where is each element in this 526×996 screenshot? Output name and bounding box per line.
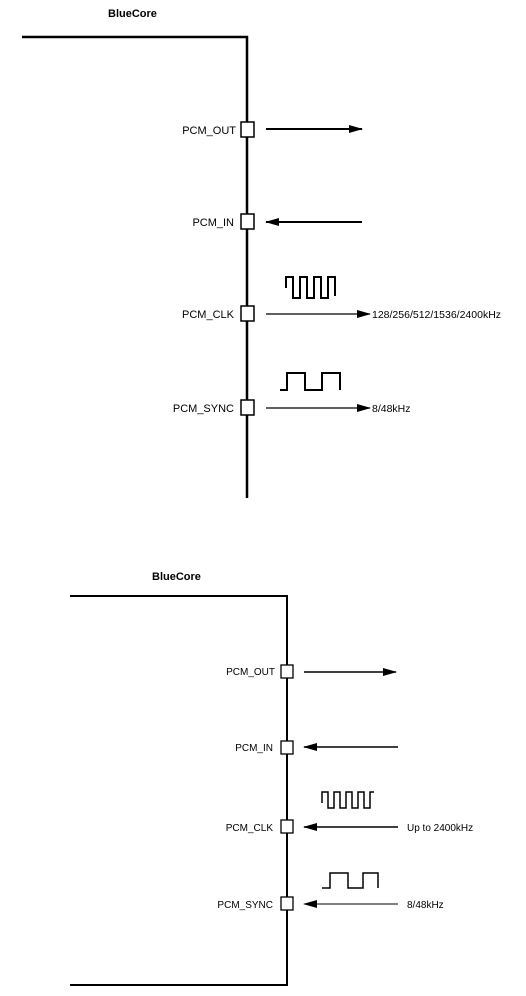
pin-pcm-in (241, 214, 254, 229)
pin-label-pcm-sync: PCM_SYNC (217, 900, 273, 911)
bluecore-title: BlueCore (152, 571, 201, 583)
pin-label-pcm-clk: PCM_CLK (226, 823, 274, 834)
chip-boundary (22, 37, 247, 498)
chip-boundary (70, 596, 287, 985)
sync-waveform-icon (322, 873, 378, 888)
pin-pcm-sync (241, 400, 254, 415)
pin-label-pcm-in: PCM_IN (192, 217, 234, 229)
pin-pcm-in (281, 741, 293, 754)
pin-label-pcm-out: PCM_OUT (182, 125, 236, 137)
pin-pcm-out (241, 122, 254, 137)
sync-frequency-label: 8/48kHz (407, 900, 444, 911)
pin-pcm-clk (241, 306, 254, 321)
clock-waveform-icon (322, 792, 374, 808)
diagram-master: BlueCore PCM_OUT PCM_IN PCM_CLK 128/256/… (22, 8, 501, 498)
pin-label-pcm-in: PCM_IN (235, 743, 273, 754)
pin-pcm-clk (281, 820, 293, 833)
pin-label-pcm-out: PCM_OUT (226, 667, 275, 678)
clock-waveform-icon (286, 277, 335, 298)
sync-waveform-icon (280, 373, 340, 390)
pin-pcm-sync (281, 897, 293, 910)
pin-pcm-out (281, 665, 293, 678)
clk-frequency-label: 128/256/512/1536/2400kHz (372, 309, 501, 321)
sync-frequency-label: 8/48kHz (372, 403, 411, 415)
diagram-slave: BlueCore PCM_OUT PCM_IN PCM_CLK Up to 24… (70, 571, 473, 985)
pin-label-pcm-sync: PCM_SYNC (173, 403, 234, 415)
bluecore-title: BlueCore (108, 8, 157, 20)
pin-label-pcm-clk: PCM_CLK (182, 309, 235, 321)
clk-frequency-label: Up to 2400kHz (407, 823, 473, 834)
